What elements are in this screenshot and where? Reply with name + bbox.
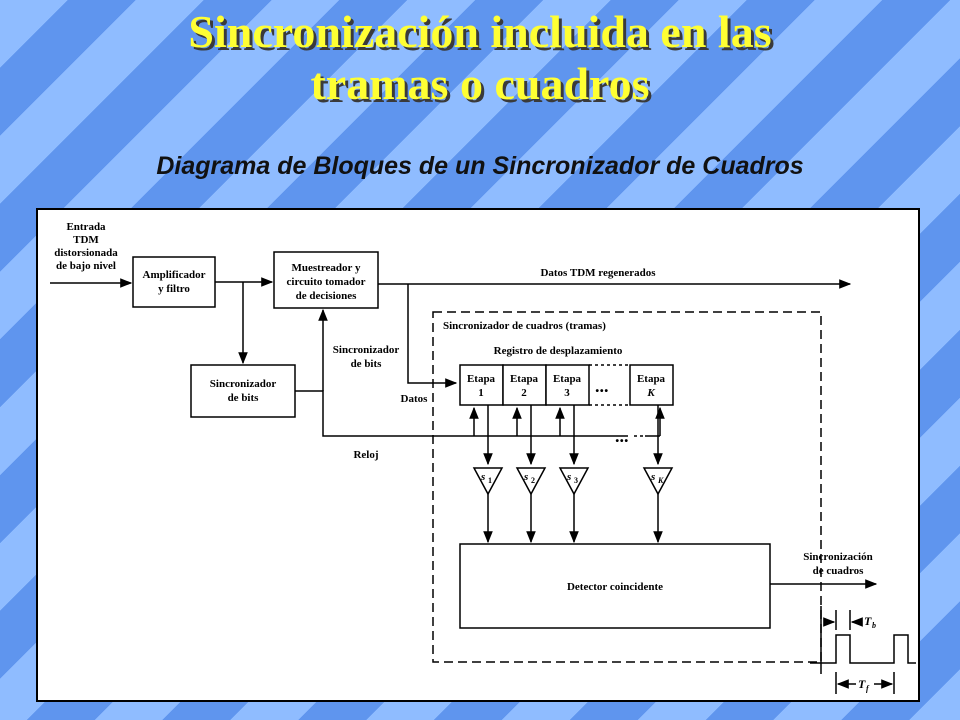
sampler-label-line2: circuito tomador bbox=[287, 276, 366, 288]
pulse-waveform bbox=[810, 606, 916, 694]
bit-sync-label-line1: Sincronizador bbox=[333, 344, 400, 356]
register-ellipsis: ... bbox=[595, 376, 609, 396]
multiplier-2 bbox=[515, 467, 547, 496]
stage-3 bbox=[545, 364, 590, 406]
clock-line bbox=[295, 390, 628, 437]
clock-ellipsis: ... bbox=[615, 426, 629, 446]
stage-2-name: Etapa bbox=[510, 373, 539, 385]
stage-3-num: 3 bbox=[564, 387, 570, 399]
pulse-trace bbox=[810, 634, 916, 664]
amplifier-label-line2: y filtro bbox=[158, 283, 190, 295]
multiplier-2-sub: 2 bbox=[531, 476, 535, 485]
frame-sync-title: Sincronizador de cuadros (tramas) bbox=[443, 320, 606, 332]
shift-register-label: Registro de desplazamiento bbox=[494, 345, 623, 357]
stage-1 bbox=[459, 364, 504, 406]
sampler-label-line1: Muestreador y bbox=[292, 262, 361, 274]
input-label: Entrada TDM distorsionada de bajo nivel bbox=[54, 221, 118, 272]
input-label-line4: de bajo nivel bbox=[56, 260, 116, 272]
stage-3-name: Etapa bbox=[553, 373, 582, 385]
sampler-label-line3: de decisiones bbox=[296, 290, 358, 302]
stage-k-num: K bbox=[646, 387, 655, 399]
tb-label: T bbox=[864, 614, 872, 628]
multiplier-1-sub: 1 bbox=[488, 476, 492, 485]
input-label-line1: Entrada bbox=[66, 221, 106, 233]
stage-2-num: 2 bbox=[521, 387, 527, 399]
tb-label-sub: b bbox=[872, 621, 876, 630]
stage-1-num: 1 bbox=[478, 387, 484, 399]
amplifier-label-line1: Amplificador bbox=[143, 269, 206, 281]
frame-synchronizer-diagram: Entrada TDM distorsionada de bajo nivel … bbox=[50, 221, 916, 694]
input-label-line2: TDM bbox=[73, 234, 99, 246]
multipliers: s 1 s 2 s 3 s K bbox=[472, 467, 674, 496]
clock-taps bbox=[469, 406, 665, 436]
input-label-line3: distorsionada bbox=[54, 247, 118, 259]
stage-k-name: Etapa bbox=[637, 373, 666, 385]
multiplier-k-s: s bbox=[650, 471, 655, 483]
reloj-label: Reloj bbox=[353, 449, 378, 461]
stage-outputs bbox=[483, 405, 663, 466]
frame-sync-out-line2: de cuadros bbox=[813, 565, 865, 577]
multiplier-3-sub: 3 bbox=[574, 476, 578, 485]
coincidence-detector-block bbox=[459, 543, 771, 629]
diagram-panel: Entrada TDM distorsionada de bajo nivel … bbox=[36, 208, 920, 702]
datos-line bbox=[407, 284, 458, 388]
datos-label: Datos bbox=[401, 393, 429, 405]
slide-title-line1: Sincronización incluida en las bbox=[188, 6, 772, 57]
amplifier-block bbox=[132, 256, 216, 308]
slide-title-line2: tramas o cuadros bbox=[310, 58, 650, 109]
slide-subtitle: Diagrama de Bloques de un Sincronizador … bbox=[156, 152, 804, 180]
frame-sync-box bbox=[432, 311, 822, 663]
slide-title: Sincronización incluida en las tramas o … bbox=[0, 6, 960, 110]
stage-2 bbox=[502, 364, 547, 406]
bit-sync-block-line1: Sincronizador bbox=[210, 378, 277, 390]
sampler-block bbox=[273, 251, 379, 309]
multiplier-3 bbox=[558, 467, 590, 496]
multiplier-k bbox=[642, 467, 674, 496]
bit-sync-label-line2: de bits bbox=[351, 358, 383, 370]
multiplier-1 bbox=[472, 467, 504, 496]
tf-label: T bbox=[858, 677, 866, 691]
multiplier-k-sub: K bbox=[657, 476, 664, 485]
bit-sync-block-line2: de bits bbox=[228, 392, 260, 404]
frame-sync-out-line1: Sincronización bbox=[803, 551, 872, 563]
stage-1-name: Etapa bbox=[467, 373, 496, 385]
multiplier-3-s: s bbox=[566, 471, 571, 483]
stage-k bbox=[629, 364, 674, 406]
multiplier-1-s: s bbox=[480, 471, 485, 483]
bit-sync-block bbox=[190, 364, 296, 418]
multiplier-outputs bbox=[483, 494, 663, 544]
shift-register: Etapa 1 Etapa 2 Etapa 3 ... Etapa K bbox=[459, 364, 674, 406]
tf-label-sub: f bbox=[866, 684, 870, 693]
multiplier-2-s: s bbox=[523, 471, 528, 483]
coincidence-detector-label: Detector coincidente bbox=[567, 581, 663, 593]
regenerated-data-label: Datos TDM regenerados bbox=[540, 267, 656, 279]
